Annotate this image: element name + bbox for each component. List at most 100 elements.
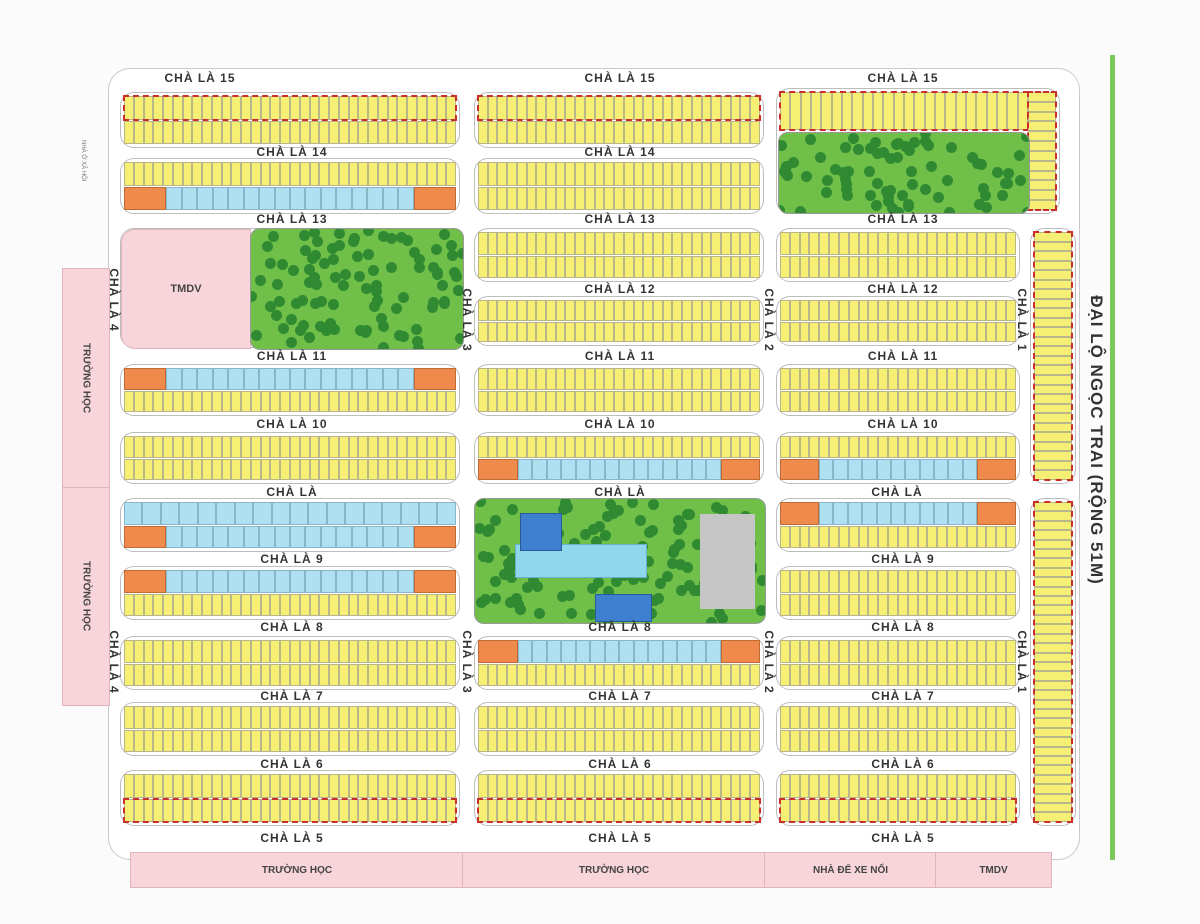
lot[interactable] [876,458,891,480]
lot[interactable] [260,774,271,798]
lot[interactable] [319,663,330,686]
lot[interactable] [986,729,997,752]
lot[interactable] [329,162,339,186]
lot[interactable] [907,436,918,458]
lot[interactable] [182,436,193,458]
lot[interactable] [927,255,938,278]
lot[interactable] [526,368,537,390]
lot[interactable] [290,120,300,144]
lot[interactable] [436,120,447,144]
lot[interactable] [1006,436,1016,458]
lot[interactable] [289,368,306,390]
lot[interactable] [594,706,605,729]
lot[interactable] [888,255,898,278]
lot[interactable] [780,436,790,458]
lot[interactable] [937,593,948,616]
lot[interactable] [398,525,414,548]
lot[interactable] [416,640,427,663]
lot[interactable] [652,162,663,186]
lot[interactable] [1034,298,1072,309]
lot[interactable] [976,436,987,458]
lot[interactable] [1034,708,1072,719]
lot[interactable] [937,570,948,593]
lot[interactable] [133,436,144,458]
lot[interactable] [526,255,537,278]
lot[interactable] [838,706,849,729]
lot[interactable] [397,706,408,729]
lot[interactable] [809,368,820,390]
lot[interactable] [848,729,859,752]
lot[interactable] [192,729,203,752]
lot[interactable] [478,798,488,822]
lot[interactable] [648,458,663,480]
lot[interactable] [260,120,271,144]
lot[interactable] [387,593,398,616]
lot[interactable] [789,798,800,822]
lot[interactable] [789,570,800,593]
lot[interactable] [487,663,498,686]
lot[interactable] [614,729,624,752]
lot[interactable] [947,593,957,616]
lot[interactable] [819,232,830,255]
lot[interactable] [368,774,378,798]
lot[interactable] [604,729,615,752]
lot[interactable] [819,368,830,390]
lot[interactable] [231,458,242,480]
lot[interactable] [878,593,889,616]
lot[interactable] [250,774,261,798]
lot[interactable] [575,368,585,390]
lot[interactable] [838,729,849,752]
lot[interactable] [211,120,222,144]
lot[interactable] [862,458,877,480]
lot[interactable] [819,798,830,822]
lot[interactable] [387,436,398,458]
lot[interactable] [192,120,203,144]
lot[interactable] [387,640,398,663]
lot[interactable] [426,798,437,822]
lot[interactable] [536,798,547,822]
lot[interactable] [672,96,683,120]
lot[interactable] [614,255,624,278]
lot[interactable] [546,663,556,686]
lot[interactable] [192,593,203,616]
lot[interactable] [633,663,644,686]
lot[interactable] [809,593,820,616]
lot[interactable] [153,798,164,822]
lot[interactable] [878,706,889,729]
lot[interactable] [133,640,144,663]
lot[interactable] [1034,413,1072,423]
lot[interactable] [124,525,167,548]
lot[interactable] [416,96,427,120]
lot[interactable] [858,593,869,616]
lot[interactable] [986,255,997,278]
lot[interactable] [720,774,731,798]
lot[interactable] [829,640,839,663]
lot[interactable] [956,706,967,729]
lot[interactable] [868,368,879,390]
lot[interactable] [829,436,839,458]
lot[interactable] [623,255,634,278]
lot[interactable] [614,798,624,822]
lot[interactable] [868,232,879,255]
lot[interactable] [382,186,399,210]
lot[interactable] [387,458,398,480]
lot[interactable] [345,502,364,525]
lot[interactable] [652,390,663,412]
lot[interactable] [309,593,320,616]
lot[interactable] [326,502,346,525]
lot[interactable] [575,120,585,144]
lot[interactable] [614,120,624,144]
lot[interactable] [1034,699,1072,709]
lot[interactable] [1006,706,1016,729]
lot[interactable] [594,774,605,798]
lot[interactable] [819,729,830,752]
lot[interactable] [546,232,556,255]
lot[interactable] [1034,633,1072,644]
lot[interactable] [662,300,673,321]
lot[interactable] [652,729,663,752]
lot[interactable] [397,663,408,686]
lot[interactable] [221,436,232,458]
lot[interactable] [780,570,790,593]
lot[interactable] [976,663,987,686]
lot[interactable] [888,232,898,255]
